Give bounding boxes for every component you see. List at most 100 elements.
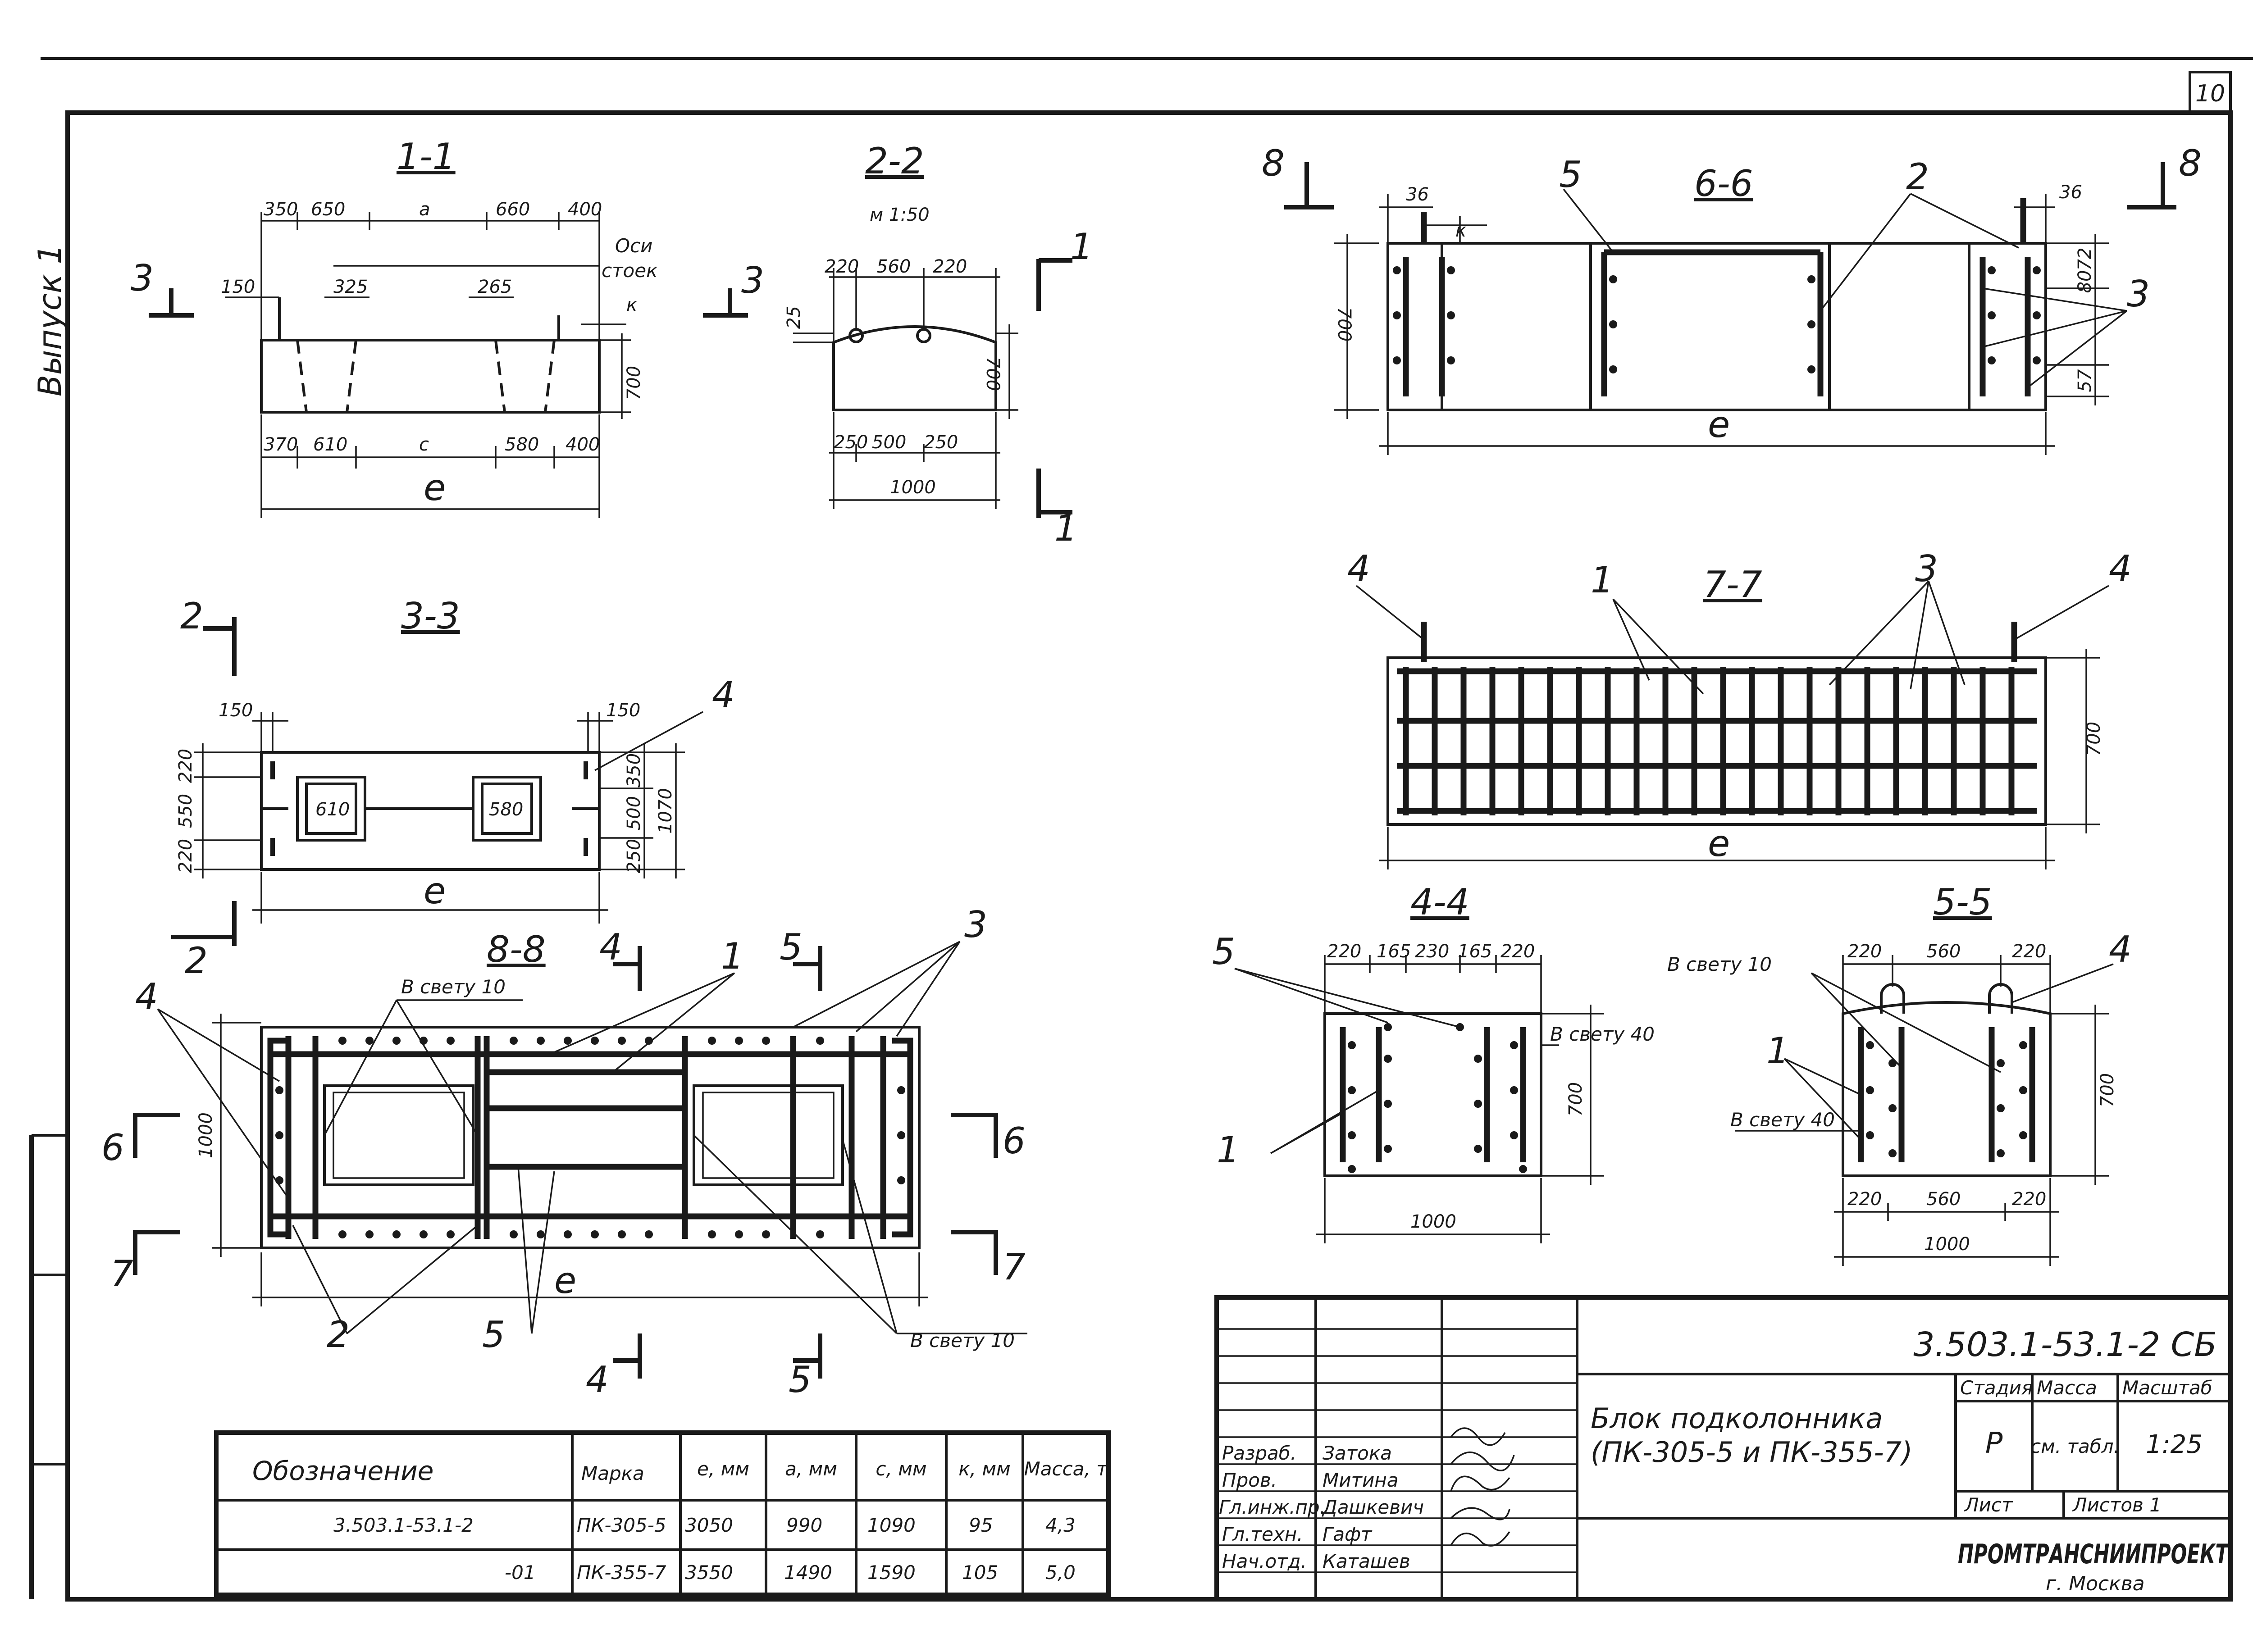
tb-scale: 1:25: [2146, 1430, 2203, 1459]
section-8-8: 8-8: [133, 928, 1027, 1379]
tb-name-line1: Блок подколонника: [1591, 1402, 1883, 1435]
vypusk-label: Выпуск 1: [32, 244, 68, 396]
callout-8-8-3: 3: [964, 904, 987, 946]
spec-row1-a: 1490: [784, 1561, 832, 1584]
spec-header-k: к, мм: [958, 1458, 1010, 1480]
cut-mark-2-bottom: 2: [185, 940, 208, 982]
dim-3-3-right-1: 500: [624, 796, 644, 830]
callout-7-7-1: 1: [1591, 559, 1614, 601]
tb-org: ПРОМТРАНСНИИПРОЕКТ: [1958, 1538, 2230, 1570]
dim-3-3-left-2: 220: [175, 839, 196, 873]
spec-header-designation: Обозначение: [252, 1456, 433, 1486]
callout-4-4-1: 1: [1217, 1129, 1240, 1171]
callout-5-5-4: 4: [2109, 928, 2132, 970]
title-block: [1214, 1295, 2233, 1602]
dim-3-3-right-0: 350: [624, 753, 644, 787]
callout-7-7-4-left: 4: [1347, 548, 1370, 590]
note-8-8-bottom: В свету 10: [910, 1329, 1015, 1352]
dim-1-1-k: к: [626, 295, 637, 315]
dim-2-2-top-1: 560: [876, 256, 911, 277]
tb-role-2: Гл.инж.пр.: [1219, 1496, 1326, 1518]
tb-person-0: Затока: [1323, 1442, 1392, 1464]
callout-6-6-2: 2: [1906, 156, 1929, 198]
rebar-dots-8-8: [275, 1037, 905, 1238]
axis-note-1: Оси: [615, 235, 652, 257]
dim-5-5-bot-1: 560: [1926, 1189, 1961, 1210]
spec-row0-k: 95: [969, 1514, 993, 1536]
dim-4-4-height: 700: [1565, 1082, 1586, 1116]
spec-row1-c: 1590: [867, 1561, 916, 1584]
spec-table: [214, 1430, 1111, 1597]
cut-mark-7-left: 7: [110, 1253, 133, 1295]
callout-5-5-1: 1: [1766, 1030, 1789, 1072]
dim-1-1-bot-4: 400: [566, 434, 600, 455]
tb-stage: Р: [1985, 1427, 2003, 1460]
callout-7-7-3: 3: [1915, 548, 1938, 590]
dim-7-7-height: 700: [2084, 722, 2104, 756]
dim-4-4-width: 1000: [1410, 1211, 1456, 1232]
note-5-5-top: В свету 10: [1667, 953, 1772, 975]
cut-mark-4-bottom: 4: [586, 1359, 609, 1401]
dim-6-6-height: 700: [1334, 307, 1355, 341]
spec-row1-mass: 5,0: [1045, 1561, 1076, 1584]
cut-mark-7-right: 7: [1003, 1246, 1026, 1288]
section-title-5-5: 5-5: [1933, 881, 1992, 923]
cut-mark-5-top: 5: [780, 926, 803, 968]
dim-1-1-bot-1: 610: [313, 434, 347, 455]
section-title-2-2: 2-2: [865, 140, 924, 182]
spec-row1-designation: -01: [505, 1561, 536, 1584]
dim-6-6-top-1: 36: [2059, 182, 2082, 203]
dim-6-6-right-0: 80: [2075, 270, 2095, 293]
callout-8-8-4: 4: [135, 976, 158, 1018]
spec-header-a: a, мм: [785, 1458, 837, 1480]
dim-8-8-height: 1000: [196, 1112, 216, 1158]
dim-1-1-top-4: 400: [568, 199, 602, 220]
dim-1-1-top-3: 660: [496, 199, 530, 220]
dim-4-4-top-1: 165: [1377, 941, 1411, 962]
spec-header-mark: Марка: [581, 1462, 644, 1484]
dim-5-5-top-2: 220: [2012, 941, 2046, 962]
rebar-dots-6-6: [1393, 266, 2041, 373]
dim-3-3-length: e: [424, 870, 446, 912]
cut-mark-8-left: 8: [1262, 142, 1285, 184]
tb-city: г. Москва: [2046, 1572, 2145, 1595]
callout-8-8-1: 1: [721, 935, 744, 977]
cut-mark-3-right: 3: [741, 259, 764, 301]
spec-row1-k: 105: [962, 1561, 998, 1584]
dim-6-6-right-2: 57: [2075, 369, 2095, 392]
dim-1-1-length: e: [424, 467, 446, 509]
dim-2-2-top-2: 220: [933, 256, 967, 277]
callout-8-8-5: 5: [482, 1314, 505, 1356]
cut-mark-8-right: 8: [2179, 142, 2202, 184]
axis-note-2: стоек: [602, 259, 658, 282]
opening-dim-left: 610: [315, 799, 350, 820]
spec-header-e: e, мм: [697, 1458, 749, 1480]
cut-mark-2-top: 2: [180, 595, 203, 637]
dim-2-2-left: 25: [784, 306, 804, 329]
dim-7-7-length: e: [1708, 823, 1730, 865]
dim-1-1-inner-0: 150: [221, 277, 255, 297]
section-2-2: 2-2: [793, 140, 1072, 518]
dim-8-8-length: e: [554, 1260, 576, 1302]
dim-1-1-bot-3: 580: [505, 434, 539, 455]
dim-1-1-top-0: 350: [264, 199, 298, 220]
dim-1-1-bot-0: 370: [264, 434, 298, 455]
section-4-4: 4-4: [1234, 881, 1604, 1243]
callout-6-6-5: 5: [1559, 154, 1582, 196]
note-4-4: В свету 40: [1550, 1023, 1655, 1045]
dim-5-5-top-1: 560: [1926, 941, 1961, 962]
callout-8-8-2: 2: [327, 1314, 350, 1356]
cut-mark-1-bottom: 1: [1054, 507, 1077, 549]
dim-6-6-k: к: [1455, 220, 1466, 241]
tb-col-scale: Масштаб: [2122, 1377, 2212, 1399]
callout-4-4-5: 5: [1212, 931, 1235, 973]
dim-5-5-top-0: 220: [1847, 941, 1882, 962]
tb-person-2: Дашкевич: [1322, 1496, 1424, 1518]
tb-person-4: Каташев: [1323, 1550, 1410, 1572]
cut-mark-4-top: 4: [599, 926, 622, 968]
spec-row1-e: 3550: [685, 1561, 733, 1584]
sheet-frame: [29, 57, 2253, 1602]
sheet-number: 10: [2195, 80, 2225, 107]
dim-1-1-bot-2: c: [419, 434, 429, 455]
spec-header-c: c, мм: [876, 1458, 926, 1480]
